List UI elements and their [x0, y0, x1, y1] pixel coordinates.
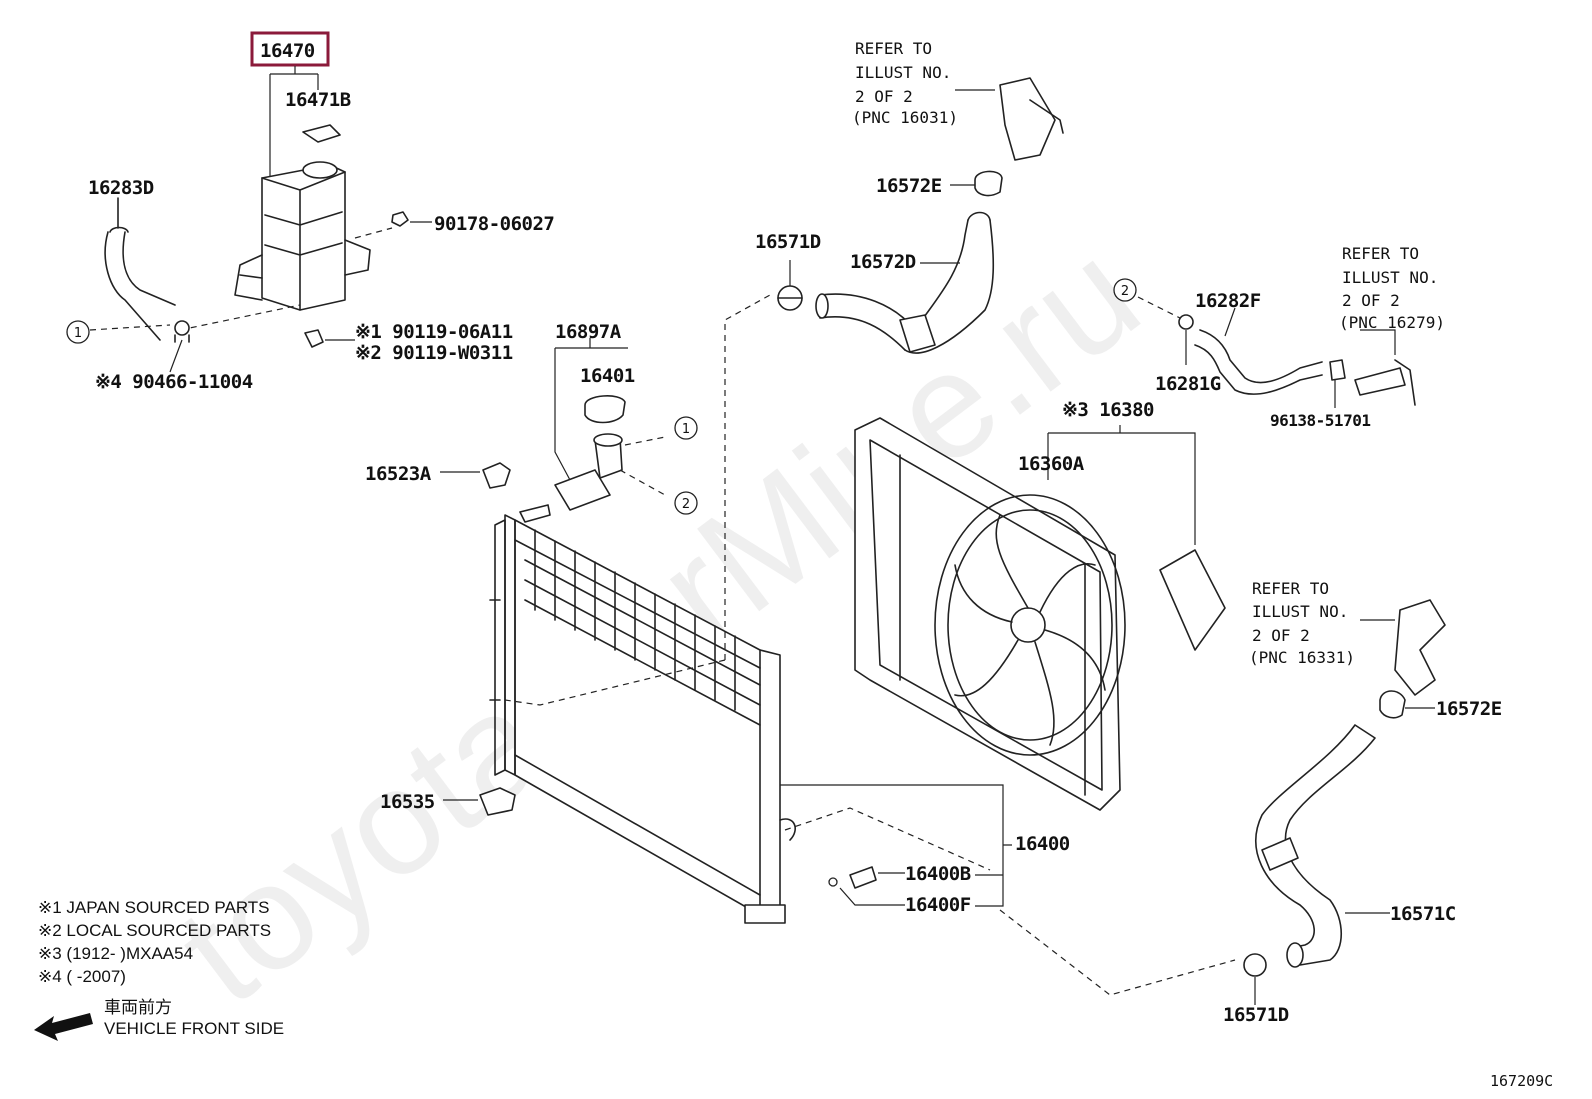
highlight-box — [250, 31, 330, 67]
svg-text:(PNC 16279): (PNC 16279) — [1339, 313, 1445, 332]
front-label-en: VEHICLE FRONT SIDE — [104, 1019, 284, 1038]
label-16470: 16470 — [260, 40, 315, 62]
fan-shroud — [854, 417, 1226, 811]
note-3: ※3 (1912- )MXAA54 — [38, 944, 193, 963]
svg-text:ILLUST NO.: ILLUST NO. — [1252, 602, 1348, 621]
radiator — [489, 294, 1236, 996]
label-16523A: 16523A — [365, 463, 432, 485]
svg-text:ILLUST NO.: ILLUST NO. — [1342, 268, 1438, 287]
label-16360A: 16360A — [1018, 453, 1085, 475]
refer-block-16031: REFER TO ILLUST NO. 2 OF 2 (PNC 16031) — [852, 39, 958, 127]
label-16400B: 16400B — [905, 863, 971, 885]
label-16400F: 16400F — [905, 894, 971, 916]
refer-block-16279: REFER TO ILLUST NO. 2 OF 2 (PNC 16279) — [1339, 244, 1445, 332]
front-label-jp: 車両前方 — [104, 998, 172, 1017]
svg-text:(PNC 16331): (PNC 16331) — [1249, 648, 1355, 667]
label-16535: 16535 — [380, 791, 435, 813]
svg-text:2 OF 2: 2 OF 2 — [855, 87, 913, 106]
svg-text:ILLUST NO.: ILLUST NO. — [855, 63, 951, 82]
label-90178-06027: 90178-06027 — [434, 213, 554, 235]
refer-block-16331: REFER TO ILLUST NO. 2 OF 2 (PNC 16331) — [1249, 579, 1355, 667]
upper-hose — [777, 77, 1064, 354]
label-16897A: 16897A — [555, 321, 622, 343]
hose-16283D — [104, 197, 176, 341]
note-2: ※2 LOCAL SOURCED PARTS — [38, 921, 271, 940]
note-4: ※4 ( -2007) — [38, 967, 126, 986]
label-16401: 16401 — [580, 365, 635, 387]
part-labels: 16470 16471B 16283D 90178-06027 ※1 90119… — [88, 40, 1502, 1026]
label-16571C: 16571C — [1390, 903, 1456, 925]
svg-text:2: 2 — [1121, 284, 1129, 299]
svg-text:1: 1 — [682, 422, 690, 437]
lower-hose — [1243, 599, 1446, 1005]
drain-cock — [780, 784, 1012, 907]
vehicle-front-indicator: 車両前方 VEHICLE FRONT SIDE — [34, 998, 284, 1041]
note-1: ※1 JAPAN SOURCED PARTS — [38, 898, 270, 917]
svg-text:2: 2 — [682, 497, 690, 512]
fasteners-left — [169, 211, 432, 373]
label-90119-06A11: ※1 90119-06A11 — [355, 321, 513, 343]
notes-legend: ※1 JAPAN SOURCED PARTS ※2 LOCAL SOURCED … — [38, 898, 271, 986]
reservoir-tank — [89, 31, 393, 331]
label-16571D-top: 16571D — [755, 231, 821, 253]
svg-text:REFER TO: REFER TO — [855, 39, 932, 58]
diagram-code: 167209C — [1490, 1072, 1553, 1090]
bypass-hose — [1137, 296, 1416, 408]
label-16571D-bottom: 16571D — [1223, 1004, 1289, 1026]
label-16281G: 16281G — [1155, 373, 1221, 395]
label-16282F: 16282F — [1195, 290, 1261, 312]
label-90119-W0311: ※2 90119-W0311 — [355, 342, 513, 364]
label-96138-51701: 96138-51701 — [1270, 411, 1370, 430]
label-16572E-top: 16572E — [876, 175, 942, 197]
label-16283D: 16283D — [88, 177, 154, 199]
svg-text:(PNC 16031): (PNC 16031) — [852, 108, 958, 127]
mounts — [440, 462, 516, 816]
label-16572D: 16572D — [850, 251, 916, 273]
svg-text:REFER TO: REFER TO — [1342, 244, 1419, 263]
label-16380: ※3 16380 — [1062, 399, 1154, 421]
filler-neck — [519, 338, 666, 523]
label-90466-11004: ※4 90466-11004 — [95, 371, 253, 393]
svg-text:1: 1 — [74, 326, 82, 341]
label-16471B: 16471B — [285, 89, 351, 111]
connector-markers: 1 1 2 2 — [66, 278, 1137, 515]
label-16572E-right: 16572E — [1436, 698, 1502, 720]
svg-text:REFER TO: REFER TO — [1252, 579, 1329, 598]
arrow-left-icon — [34, 1013, 93, 1041]
svg-text:2 OF 2: 2 OF 2 — [1252, 626, 1310, 645]
svg-text:2 OF 2: 2 OF 2 — [1342, 291, 1400, 310]
label-16400: 16400 — [1015, 833, 1070, 855]
